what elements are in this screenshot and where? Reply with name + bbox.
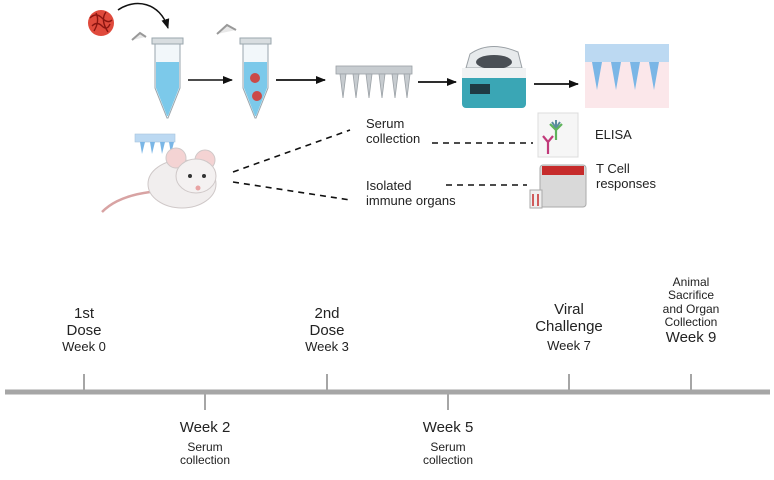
milestone-line: Dose bbox=[309, 321, 345, 339]
dashed-connector-organs bbox=[232, 181, 351, 201]
timeline-ticks bbox=[83, 374, 692, 410]
sampling-week2: Week 2 Serum collection bbox=[160, 419, 250, 468]
serum-label-line2: collection bbox=[366, 130, 421, 146]
plate-reader-icon bbox=[529, 164, 587, 209]
elisa-label: ELISA bbox=[595, 127, 632, 142]
milestone-line: 1st bbox=[73, 305, 94, 322]
dashed-connector-serum bbox=[232, 129, 351, 173]
mouse-icon bbox=[101, 147, 217, 213]
milestone-week: Week 3 bbox=[305, 338, 349, 354]
milestone-week: Week 0 bbox=[62, 338, 106, 354]
sampling-week: Week 5 bbox=[422, 419, 474, 436]
small-patch-icon bbox=[134, 133, 176, 154]
tcell-label-line1: T Cell bbox=[596, 161, 630, 176]
sampling-week5: Week 5 Serum collection bbox=[403, 419, 493, 468]
milestone-line: and Organ bbox=[662, 301, 720, 316]
tcell-label: T Cell responses bbox=[596, 161, 656, 191]
tube-icon bbox=[131, 31, 184, 119]
milestone-week7: Viral Challenge Week 7 bbox=[524, 301, 614, 353]
centrifuge-icon bbox=[462, 46, 526, 108]
microneedle-mold-icon bbox=[335, 65, 413, 99]
sampling-line: collection bbox=[422, 453, 474, 468]
sampling-line: Serum bbox=[430, 439, 466, 454]
milestone-line: Challenge bbox=[535, 317, 603, 335]
tcell-label-line2: responses bbox=[596, 175, 656, 191]
sampling-line: Serum bbox=[187, 439, 223, 454]
milestone-line: Viral bbox=[554, 301, 584, 318]
milestone-week: Week 9 bbox=[665, 328, 717, 346]
curved-arrow bbox=[117, 2, 170, 29]
sampling-week: Week 2 bbox=[179, 419, 231, 436]
milestone-line: 2nd bbox=[314, 305, 340, 322]
milestone-week0: 1st Dose Week 0 bbox=[44, 305, 124, 354]
milestone-line: Animal bbox=[672, 275, 710, 289]
microneedle-patch-icon bbox=[585, 44, 669, 108]
milestone-line: Collection bbox=[664, 315, 718, 330]
milestone-week9: Animal Sacrifice and Organ Collection We… bbox=[646, 275, 736, 347]
rna-ball-icon bbox=[88, 10, 114, 36]
organs-label-line1: Isolated bbox=[366, 178, 412, 193]
isolated-organs-label: Isolated immune organs bbox=[366, 178, 456, 208]
elisa-antibody-icon bbox=[537, 112, 579, 158]
milestone-week3: 2nd Dose Week 3 bbox=[287, 305, 367, 354]
milestone-week: Week 7 bbox=[547, 337, 591, 353]
tube-with-particles-icon bbox=[216, 23, 272, 119]
serum-label-line1: Serum bbox=[366, 116, 405, 131]
serum-collection-label: Serum collection bbox=[366, 116, 421, 146]
milestone-line: Sacrifice bbox=[667, 288, 714, 303]
organs-label-line2: immune organs bbox=[366, 192, 456, 208]
sampling-line: collection bbox=[179, 453, 231, 468]
milestone-line: Dose bbox=[66, 321, 102, 339]
